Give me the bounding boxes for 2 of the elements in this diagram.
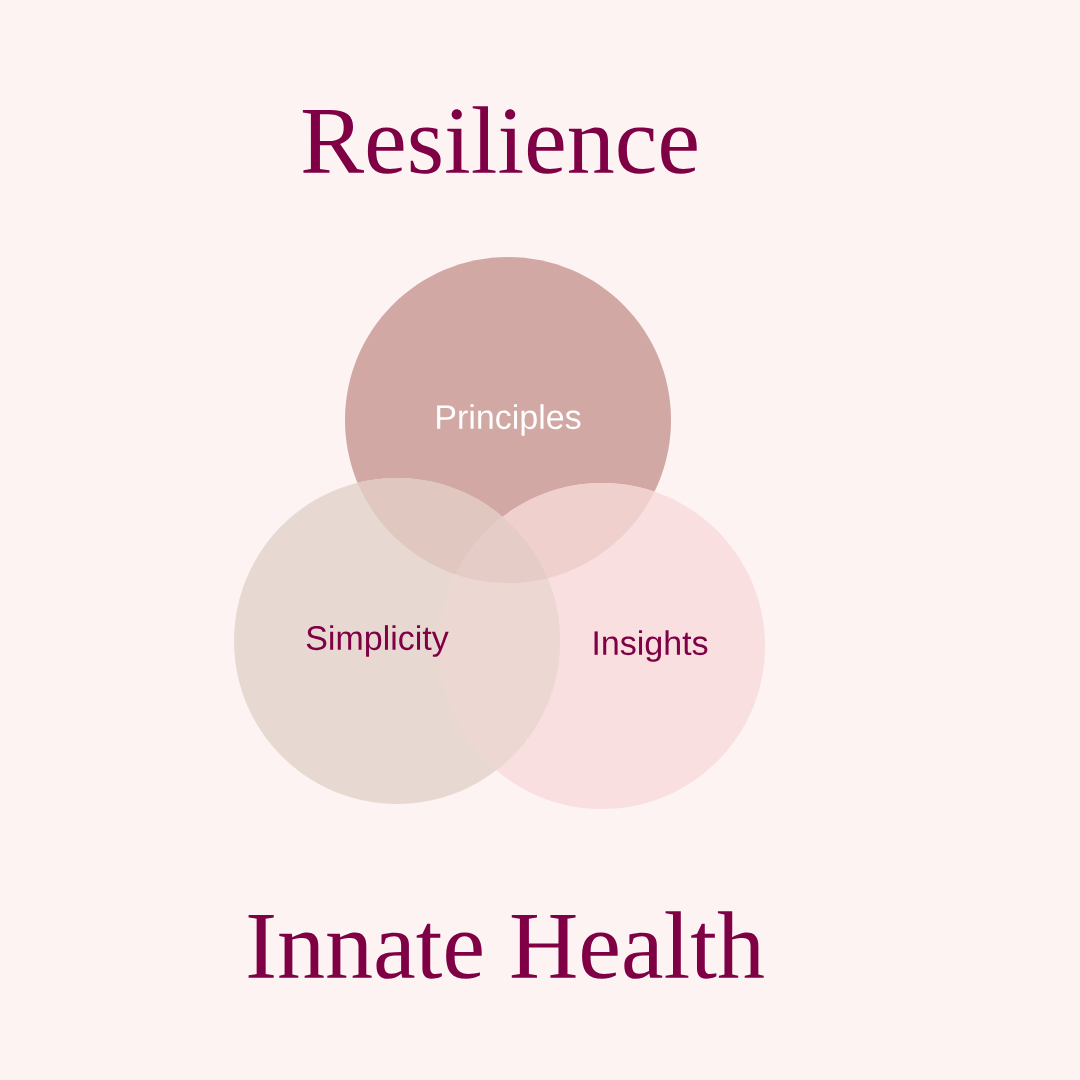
heading: Innate Health: [248, 911, 764, 979]
heading: Resilience: [302, 106, 697, 174]
